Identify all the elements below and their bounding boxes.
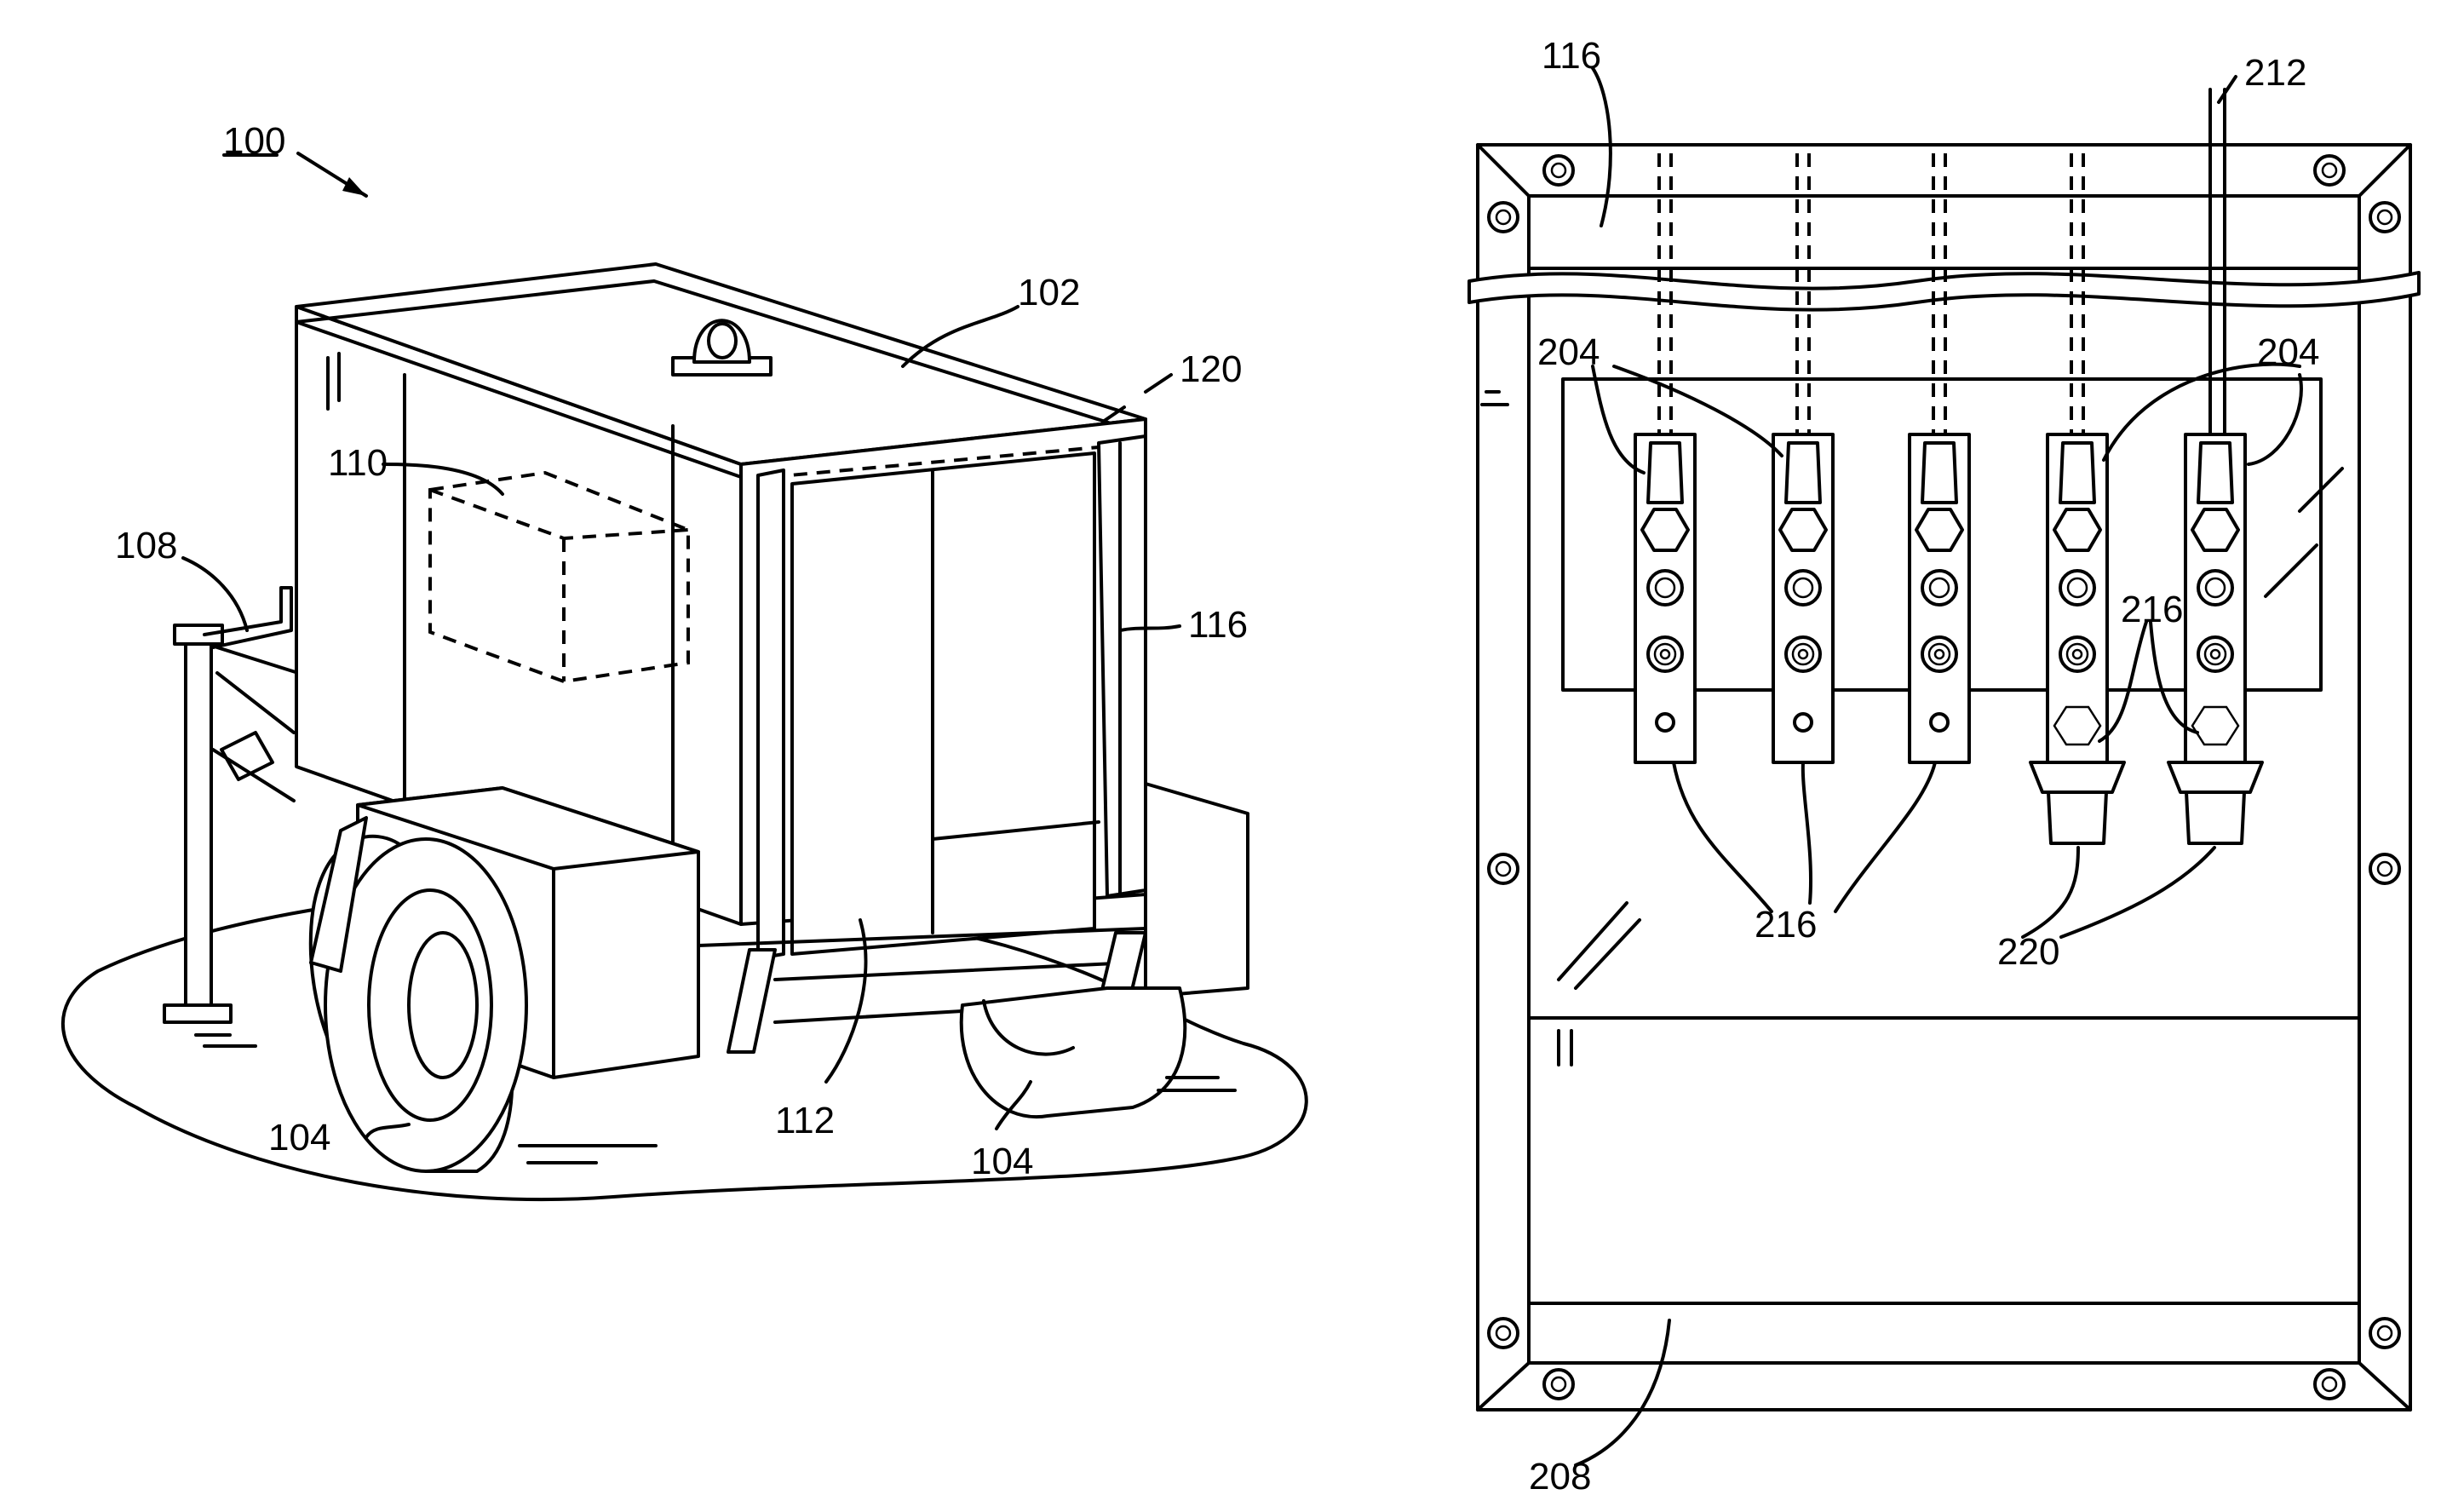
label-220: 220 [1997, 931, 2059, 973]
panel-figure: 116 212 204 204 216 216 220 208 [1469, 35, 2419, 1498]
label-120: 120 [1180, 348, 1242, 390]
label-204-right: 204 [2257, 331, 2319, 373]
wheel-rear [962, 988, 1235, 1117]
terminal-bar-2 [1773, 434, 1833, 762]
label-204-left: 204 [1537, 331, 1600, 373]
label-216-group: 216 [1755, 904, 1817, 946]
label-216-right: 216 [2121, 589, 2183, 630]
label-104-rear: 104 [971, 1141, 1033, 1182]
label-104-front: 104 [268, 1117, 330, 1158]
terminal-bar-1 [1635, 434, 1695, 762]
label-108: 108 [115, 525, 177, 566]
label-212: 212 [2244, 52, 2306, 94]
label-112: 112 [775, 1100, 835, 1141]
label-116-fig1: 116 [1188, 604, 1248, 646]
terminal-bar-5 [2168, 434, 2262, 843]
label-100: 100 [223, 120, 285, 162]
trailer-figure: 100 102 120 110 108 116 104 112 104 [63, 120, 1307, 1199]
label-116-fig2: 116 [1542, 35, 1601, 77]
jack-stand [164, 588, 298, 1046]
terminal-bar-3 [1910, 434, 1969, 762]
label-110: 110 [328, 442, 388, 484]
terminal-bar-4 [2030, 434, 2124, 843]
label-208: 208 [1529, 1456, 1591, 1498]
door [771, 447, 1099, 954]
label-102: 102 [1018, 272, 1080, 313]
